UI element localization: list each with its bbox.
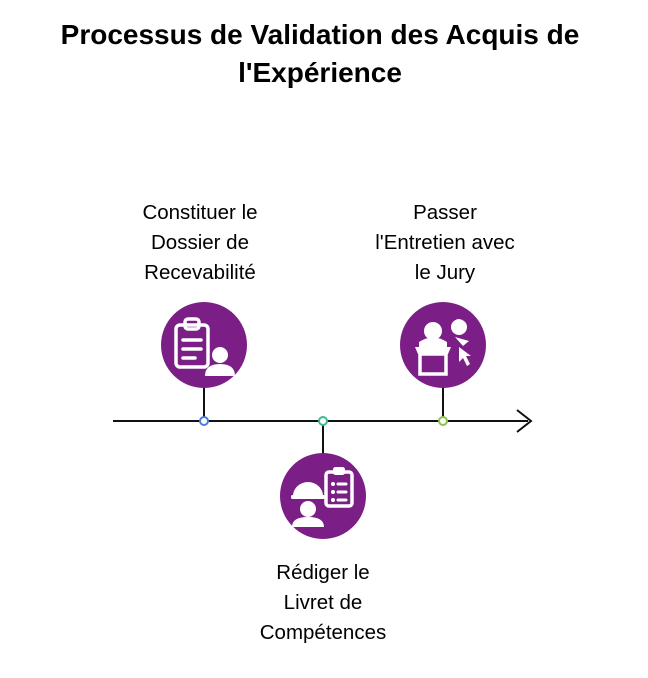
step-1-label-line-1: Constituer le [142, 201, 258, 224]
step-1-marker [199, 416, 209, 426]
step-2-label: Rédiger le Livret de Compétences [228, 558, 418, 648]
step-2-marker [318, 416, 328, 426]
step-3-marker [438, 416, 448, 426]
step-3-label-line-1: Passer [413, 201, 477, 224]
step-1-label-line-3: Recevabilité [144, 261, 256, 284]
step-1-label-line-2: Dossier de [151, 231, 249, 254]
step-3-label-line-2: l'Entretien avec [375, 231, 515, 254]
title-line-1: Processus de Validation des Acquis de [60, 19, 580, 50]
clipboard-person-icon [161, 302, 247, 388]
worker-checklist-icon [280, 453, 366, 539]
step-2-label-line-1: Rédiger le [276, 561, 370, 584]
step-2-label-line-2: Livret de [283, 591, 363, 614]
interview-podium-icon [400, 302, 486, 388]
timeline-arrowhead [516, 409, 533, 433]
step-3-label-line-3: le Jury [414, 261, 476, 284]
title-line-2: l'Expérience [238, 57, 402, 88]
step-1-label: Constituer le Dossier de Recevabilité [110, 198, 290, 288]
step-3-label: Passer l'Entretien avec le Jury [340, 198, 550, 288]
step-2-label-line-3: Compétences [259, 621, 387, 644]
page-title: Processus de Validation des Acquis de l'… [0, 16, 640, 92]
